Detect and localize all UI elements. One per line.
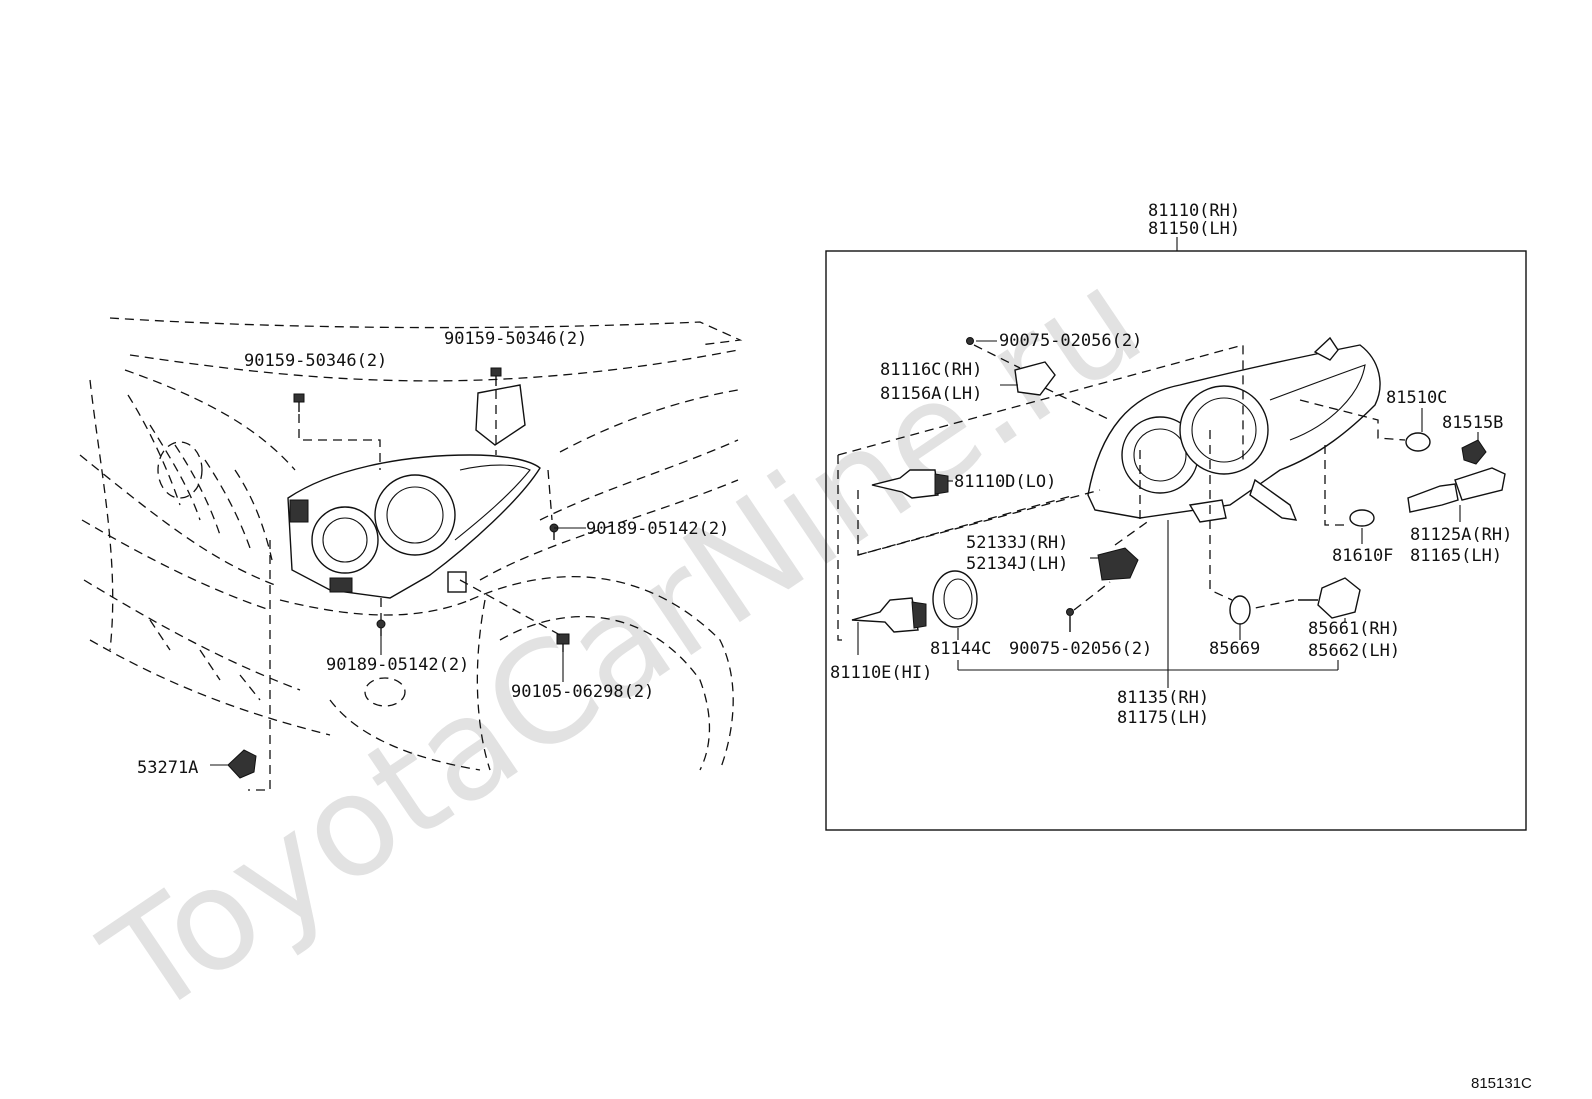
headlamp-installed (287, 454, 541, 599)
part-label: 81135(RH) (1117, 688, 1209, 708)
headlamp-exploded (1087, 336, 1381, 523)
part-label: 90189-05142(2) (586, 519, 729, 539)
diagram-code: 815131C (1471, 1075, 1532, 1092)
bulb-icon (871, 469, 949, 499)
part-label: 85669 (1209, 639, 1260, 659)
part-label: 81610F (1332, 546, 1393, 566)
part-label: 90075-02056(2) (999, 331, 1142, 351)
part-label: 81510C (1386, 388, 1447, 408)
part-label: 81110E(HI) (830, 663, 932, 683)
part-label: 90075-02056(2) (1009, 639, 1152, 659)
ring-icon (932, 570, 978, 628)
part-label: 81165(LH) (1410, 546, 1502, 566)
actuator-icon (1298, 577, 1361, 619)
part-label: 90159-50346(2) (444, 329, 587, 349)
bracket-icon (227, 749, 257, 779)
bracket-icon (1097, 547, 1139, 581)
screw-icon (549, 523, 559, 540)
bolt-icon (293, 393, 305, 412)
part-label: 52134J(LH) (966, 554, 1068, 574)
bulb-icon (1461, 439, 1487, 465)
part-label: 85661(RH) (1308, 619, 1400, 639)
part-label: 52133J(RH) (966, 533, 1068, 553)
part-label: 81144C (930, 639, 991, 659)
assembly-label-lh: 81150(LH) (1148, 219, 1240, 239)
assembly-label-rh: 81110(RH) (1148, 201, 1240, 221)
socket-icon (1407, 467, 1506, 513)
cap-icon (1349, 509, 1375, 527)
cover-icon (1405, 432, 1431, 452)
watermark-text: ToyotaCarNine.ru (77, 238, 1170, 1049)
screw-icon (966, 337, 974, 345)
bracket-icon (1014, 361, 1056, 396)
oring-icon (1229, 595, 1251, 625)
bolt-icon (556, 633, 570, 652)
part-label: 53271A (137, 758, 198, 778)
part-label: 90159-50346(2) (244, 351, 387, 371)
part-label: 81116C(RH) (880, 360, 982, 380)
bolt-icon (490, 367, 502, 386)
screw-icon (376, 619, 386, 636)
screw-icon (1066, 608, 1074, 632)
left-fasteners (210, 367, 586, 791)
part-label: 81515B (1442, 413, 1503, 433)
part-label: 81125A(RH) (1410, 525, 1512, 545)
bulb-icon (851, 597, 927, 633)
part-label: 90105-06298(2) (511, 682, 654, 702)
right-parts (837, 337, 1506, 688)
part-label: 81156A(LH) (880, 384, 982, 404)
assembly-frame (825, 250, 1527, 831)
part-label: 81175(LH) (1117, 708, 1209, 728)
part-label: 85662(LH) (1308, 641, 1400, 661)
part-label: 81110D(LO) (954, 472, 1056, 492)
part-label: 90189-05142(2) (326, 655, 469, 675)
